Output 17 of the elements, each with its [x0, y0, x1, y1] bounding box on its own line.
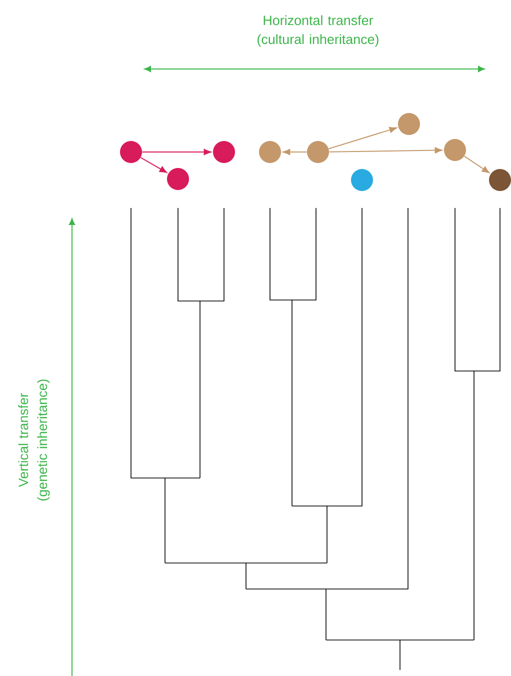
circle — [167, 168, 189, 190]
arrow — [328, 147, 442, 154]
arrow — [282, 148, 308, 156]
circle — [259, 141, 281, 163]
circle — [444, 139, 466, 161]
arrow — [328, 126, 397, 150]
axis-label: Vertical transfer (genetic inheritance) — [18, 380, 50, 500]
arrow — [142, 148, 212, 156]
circle — [351, 169, 373, 191]
circle — [489, 169, 511, 191]
arrow — [464, 156, 490, 174]
axis-label: Horizontal transfer (cultural inheritance) — [258, 15, 378, 47]
circle — [120, 141, 142, 163]
circle — [213, 141, 235, 163]
circle — [307, 141, 329, 163]
circle — [398, 113, 420, 135]
arrow — [140, 157, 168, 173]
